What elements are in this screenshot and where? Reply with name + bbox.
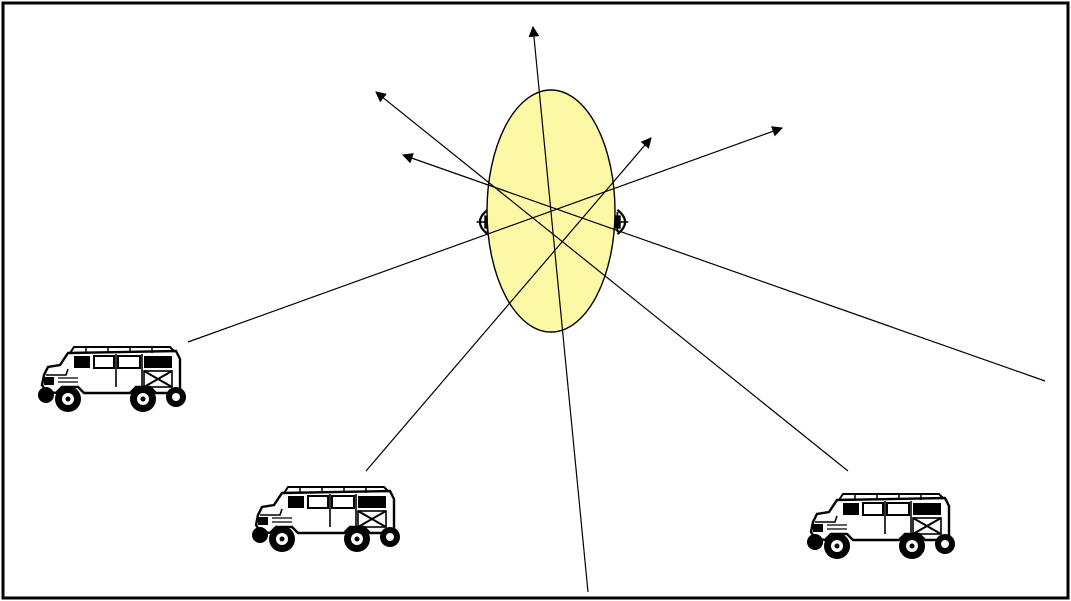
ray-to-upper-left xyxy=(375,91,849,472)
humvee-icon-bottom-right xyxy=(807,492,957,561)
ray-to-right xyxy=(187,126,784,343)
humvee-icon-left xyxy=(38,345,188,414)
ray-to-left xyxy=(401,153,1046,382)
ray-to-upper-right xyxy=(365,137,652,472)
humvee-icon-bottom-left xyxy=(252,485,402,554)
signal-rays xyxy=(187,25,1046,593)
ray-to-top xyxy=(528,25,589,593)
